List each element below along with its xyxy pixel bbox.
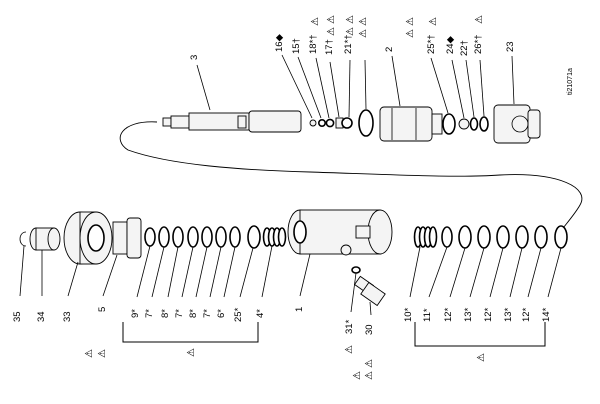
left-packing-bracket xyxy=(122,322,259,343)
warning-icon: ⚠ xyxy=(364,371,375,380)
warning-icon: ⚠ xyxy=(405,17,416,26)
label-part-7-a: 7* xyxy=(144,309,155,318)
warning-icon: ⚠ xyxy=(364,359,375,368)
part-31-seal xyxy=(351,266,361,274)
seal-12c xyxy=(534,225,548,249)
label-part-12-a: 12* xyxy=(443,307,454,322)
part-15-seal xyxy=(317,119,326,128)
label-part-16: 16◆ xyxy=(274,33,285,52)
label-part-14: 14* xyxy=(541,307,552,322)
part-24-seat xyxy=(458,118,470,130)
figure-reference: ti21071a xyxy=(567,68,574,95)
label-part-35: 35 xyxy=(12,311,23,322)
part-4-spring xyxy=(262,227,287,247)
label-part-23: 23 xyxy=(505,41,516,52)
label-part-22: 22† xyxy=(459,40,470,56)
seal-7a xyxy=(158,226,170,248)
seal-13b xyxy=(515,225,529,249)
warning-icon: ⚠ xyxy=(326,15,337,24)
warning-icon: ⚠ xyxy=(326,27,337,36)
label-part-34: 34 xyxy=(36,311,47,322)
part-34-bushing xyxy=(29,227,61,251)
seal-11 xyxy=(441,226,453,248)
seal-12b xyxy=(496,225,510,249)
label-part-4: 4* xyxy=(255,309,266,318)
label-part-18: 18*† xyxy=(308,34,319,54)
part-21-oring xyxy=(358,109,374,137)
seal-8b xyxy=(201,226,213,248)
warning-icon: ⚠ xyxy=(97,349,108,358)
part-35-clip xyxy=(19,231,27,247)
label-part-10: 10* xyxy=(403,307,414,322)
hose-line xyxy=(119,121,583,233)
label-part-25-upper: 25*† xyxy=(426,34,437,54)
part-2-housing xyxy=(379,106,443,142)
label-part-24: 24◆ xyxy=(445,35,456,54)
seal-13a xyxy=(477,225,491,249)
label-part-1: 1 xyxy=(294,307,305,312)
part-23-nut xyxy=(493,104,541,144)
warning-icon: ⚠ xyxy=(186,348,197,357)
warning-icon: ⚠ xyxy=(352,371,363,380)
label-part-12-b: 12* xyxy=(483,307,494,322)
part-26-oring xyxy=(479,116,489,132)
seal-14 xyxy=(554,225,568,249)
seal-8a xyxy=(172,226,184,248)
seal-7b xyxy=(187,226,199,248)
part-1-pump-body xyxy=(287,209,393,256)
label-part-11: 11* xyxy=(422,308,433,322)
label-part-7-b: 7* xyxy=(174,309,185,318)
warning-icon: ⚠ xyxy=(345,27,356,36)
warning-icon: ⚠ xyxy=(345,15,356,24)
warning-icon: ⚠ xyxy=(344,345,355,354)
label-part-26: 26*† xyxy=(473,34,484,54)
part-30-fitting xyxy=(353,275,386,307)
part-3-needle-assembly xyxy=(162,110,302,133)
warning-icon: ⚠ xyxy=(84,349,95,358)
label-part-8-b: 8* xyxy=(188,309,199,318)
label-part-5: 5 xyxy=(97,307,108,312)
warning-icon: ⚠ xyxy=(474,15,485,24)
label-part-13-a: 13* xyxy=(463,307,474,322)
label-part-6: 6* xyxy=(216,309,227,318)
label-part-25-lower: 25* xyxy=(233,307,244,322)
warning-icon: ⚠ xyxy=(358,29,369,38)
label-part-13-b: 13* xyxy=(503,307,514,322)
warning-icon: ⚠ xyxy=(428,17,439,26)
label-part-8-a: 8* xyxy=(160,309,171,318)
seal-9 xyxy=(144,227,156,247)
part-5-fitting xyxy=(112,217,142,259)
label-part-12-c: 12* xyxy=(521,307,532,322)
label-part-21: 21*† xyxy=(343,34,354,54)
part-33-nut xyxy=(63,211,113,265)
right-packing-bracket xyxy=(414,322,546,347)
label-part-2: 2 xyxy=(384,47,395,52)
part-25-oring xyxy=(442,113,456,135)
part-22-seal xyxy=(469,117,479,131)
part-21-seal xyxy=(341,117,353,129)
label-part-3: 3 xyxy=(189,55,200,60)
part-10-spring xyxy=(413,226,438,248)
label-part-30: 30 xyxy=(364,324,375,335)
seal-6 xyxy=(229,226,241,248)
warning-icon: ⚠ xyxy=(310,17,321,26)
seal-12a xyxy=(458,225,472,249)
label-part-7-c: 7* xyxy=(202,309,213,318)
leader-lines xyxy=(19,54,562,316)
warning-icon: ⚠ xyxy=(476,353,487,362)
label-part-17: 17† xyxy=(324,39,335,55)
warning-icon: ⚠ xyxy=(405,29,416,38)
label-part-9: 9* xyxy=(130,309,141,318)
part-18-seal xyxy=(325,118,335,128)
seal-7c xyxy=(215,226,227,248)
seal-25 xyxy=(247,225,261,249)
label-part-33: 33 xyxy=(62,311,73,322)
part-16-ball xyxy=(309,119,317,127)
label-part-15: 15† xyxy=(291,38,302,54)
label-part-31: 31* xyxy=(344,319,355,334)
warning-icon: ⚠ xyxy=(358,17,369,26)
